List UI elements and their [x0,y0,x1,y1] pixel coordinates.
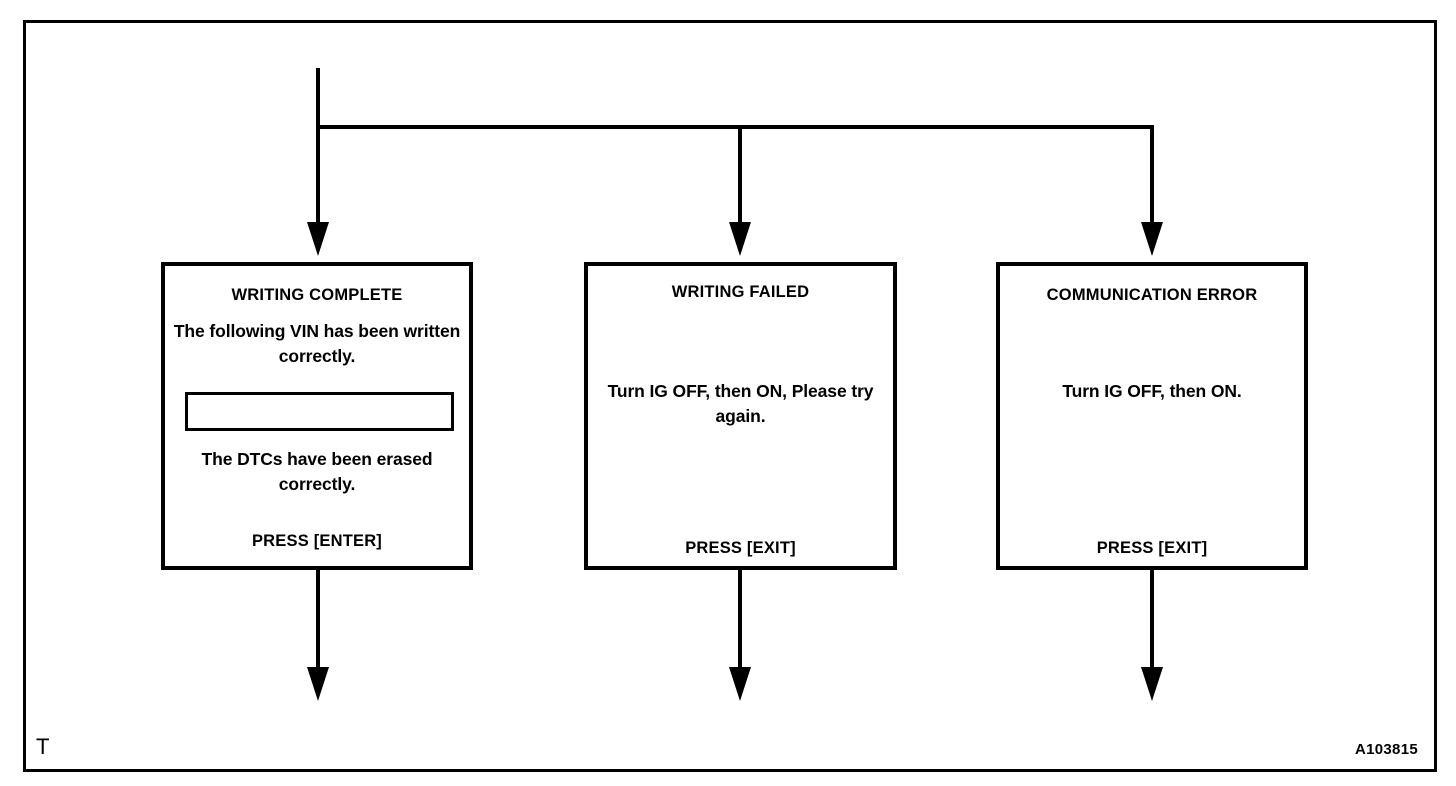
screen-title-communication-error: COMMUNICATION ERROR [1046,286,1258,304]
arrowhead-exit-left [307,667,329,701]
page-border-frame [23,20,1437,772]
screen-title-writing-failed: WRITING FAILED [671,283,810,301]
screen-box-content: WRITING FAILED Turn IG OFF, then ON, Ple… [588,266,893,566]
connector-entry-stem [316,68,320,128]
screen-box-content: COMMUNICATION ERROR Turn IG OFF, then ON… [1000,266,1304,566]
screen-message-ig-cycle: Turn IG OFF, then ON. [1062,381,1242,401]
screen-footer-press-enter: PRESS [ENTER] [251,532,383,550]
connector-split-bar [316,125,1154,129]
screen-message-vin-written: The following VIN has been written corre… [173,321,461,366]
figure-reference-code: A103815 [1355,741,1418,758]
arrowhead-exit-right [1141,667,1163,701]
arrowhead-to-writing-complete [307,222,329,256]
connector-branch-right [1150,125,1154,225]
screen-footer-press-exit: PRESS [EXIT] [1096,539,1208,557]
connector-exit-right [1150,570,1154,670]
screen-box-writing-complete: WRITING COMPLETE The following VIN has b… [161,262,473,570]
connector-exit-left [316,570,320,670]
screen-box-communication-error: COMMUNICATION ERROR Turn IG OFF, then ON… [996,262,1308,570]
screen-message-dtc-erased: The DTCs have been erased correctly. [201,449,433,494]
screen-title-writing-complete: WRITING COMPLETE [231,286,403,304]
screen-box-writing-failed: WRITING FAILED Turn IG OFF, then ON, Ple… [584,262,897,570]
connector-branch-middle [738,125,742,225]
connector-branch-left [316,125,320,225]
screen-footer-press-exit: PRESS [EXIT] [685,539,796,557]
screen-box-content: WRITING COMPLETE The following VIN has b… [165,266,469,566]
arrowhead-exit-middle [729,667,751,701]
connector-exit-middle [738,570,742,670]
page-corner-label: T [36,734,50,759]
vin-display-field [185,392,454,431]
screen-message-retry: Turn IG OFF, then ON, Please try again. [607,381,874,426]
arrowhead-to-writing-failed [729,222,751,256]
arrowhead-to-communication-error [1141,222,1163,256]
